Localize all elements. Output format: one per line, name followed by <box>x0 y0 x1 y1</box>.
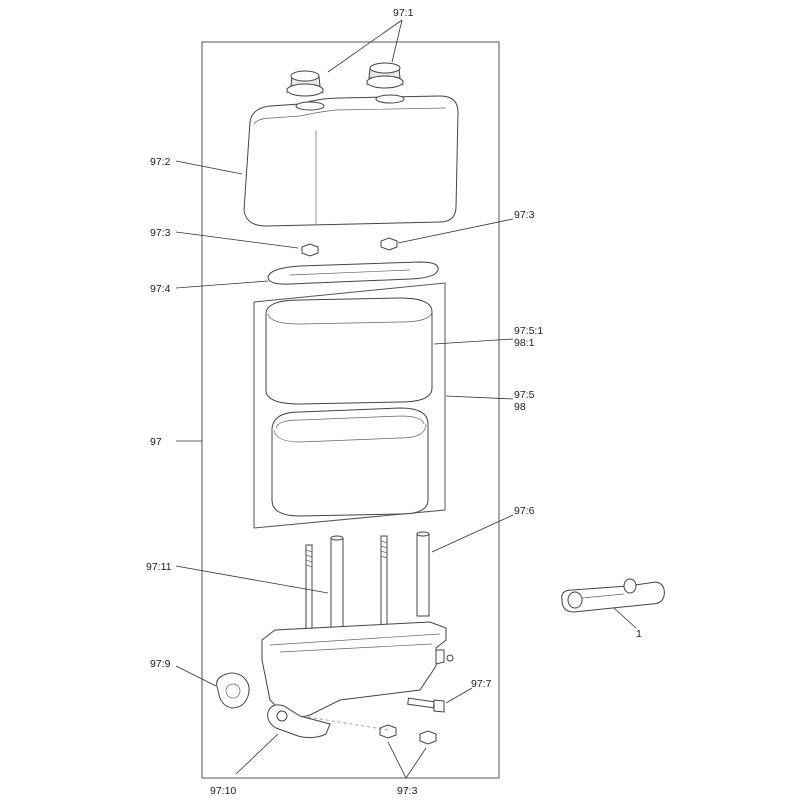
leader-97-6 <box>431 514 514 553</box>
cover-gasket <box>267 261 439 285</box>
callout-assembly: 97 <box>150 436 162 448</box>
spacer-tube-left <box>330 535 344 641</box>
callout-cover: 97:2 <box>150 156 171 168</box>
leader-97-4 <box>175 280 269 289</box>
callout-element-a: 97:5 <box>514 389 535 401</box>
callout-nut-left: 97:3 <box>150 227 171 239</box>
leader-97-2 <box>175 160 243 175</box>
air-cleaner-base <box>261 621 454 721</box>
leader-97-5 <box>445 395 514 400</box>
callout-gasket: 97:4 <box>150 283 171 295</box>
leader-97-5-1 <box>433 338 514 345</box>
assembly-frame <box>201 41 500 779</box>
leader-97-11 <box>175 565 329 594</box>
nut-lower-right <box>419 730 437 745</box>
leader-1 <box>613 607 637 629</box>
fuel-cap-left <box>286 70 324 97</box>
callout-nut-right: 97:3 <box>514 209 535 221</box>
nut-upper-left <box>301 243 319 257</box>
callout-base-gasket: 97:9 <box>150 658 171 670</box>
bolt <box>407 697 445 713</box>
filter-kit-box <box>253 282 446 529</box>
callout-bolt: 97:7 <box>471 678 492 690</box>
leader-97-9 <box>175 665 217 687</box>
spanner-tool <box>561 578 665 613</box>
leader-97-1 <box>327 19 403 73</box>
callout-tool: 1 <box>636 628 642 640</box>
leader-97-3-bottom <box>387 741 427 779</box>
air-filter-element <box>271 407 429 517</box>
callout-stud-left: 97:11 <box>146 561 172 573</box>
bracket <box>267 704 331 739</box>
callout-nuts-bottom: 97:3 <box>397 785 418 797</box>
leader-97-7 <box>445 687 473 704</box>
leader-97-3-right <box>397 218 514 244</box>
callout-stud-right: 97:6 <box>514 505 535 517</box>
fuel-cap-right <box>366 62 404 89</box>
nut-lower-left <box>379 724 397 739</box>
callout-element-b: 98 <box>514 401 526 413</box>
callout-prefilter-a: 97:5:1 <box>514 325 543 337</box>
callout-cap-pair: 97:1 <box>393 7 414 19</box>
nut-upper-right <box>380 237 398 251</box>
spacer-tube-right <box>416 531 430 617</box>
leader-97-10 <box>235 733 279 775</box>
callout-prefilter-b: 98:1 <box>514 337 535 349</box>
leader-97-3-left <box>175 231 299 249</box>
callout-bracket: 97:10 <box>210 785 236 797</box>
air-cleaner-cover <box>243 94 459 227</box>
assembly-axis <box>301 715 389 731</box>
pre-filter <box>265 297 433 405</box>
intake-gasket <box>216 672 250 709</box>
